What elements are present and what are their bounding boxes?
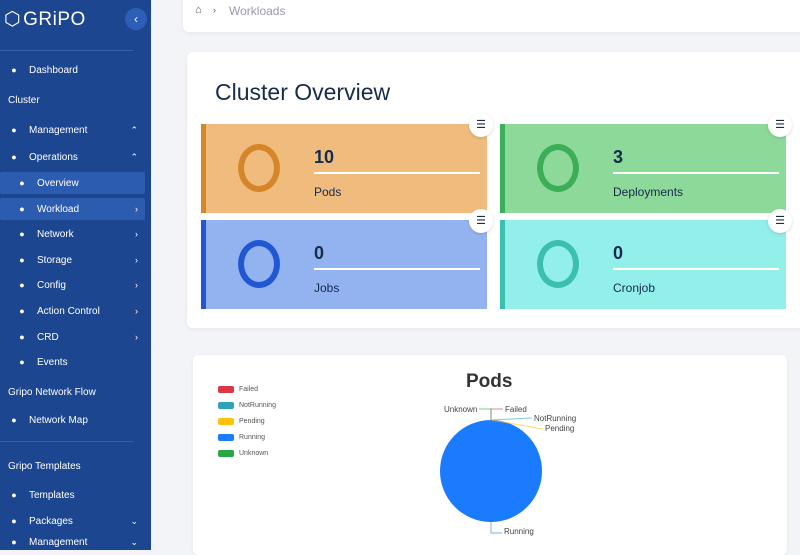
database-icon: ● bbox=[19, 255, 25, 265]
page-title: Cluster Overview bbox=[215, 79, 391, 105]
legend-item[interactable]: Unknown bbox=[218, 450, 268, 457]
list-menu-icon[interactable]: ☰ bbox=[469, 113, 493, 137]
briefcase-icon: ● bbox=[19, 204, 25, 214]
network-icon: ● bbox=[11, 490, 17, 500]
sidebar-item[interactable]: ●Network Map bbox=[0, 409, 145, 431]
divider bbox=[613, 172, 779, 174]
legend-item[interactable]: Failed bbox=[218, 386, 258, 393]
chevron-icon: ⌃ bbox=[130, 151, 138, 162]
label-leader-line bbox=[490, 408, 503, 420]
send-icon: ● bbox=[11, 537, 17, 547]
breadcrumb-current: Workloads bbox=[229, 4, 286, 18]
sidebar-item[interactable]: ●Overview bbox=[0, 172, 145, 194]
legend-swatch bbox=[218, 450, 234, 457]
sidebar-section-label: Cluster bbox=[8, 95, 40, 106]
terminal-icon: ● bbox=[11, 152, 17, 162]
legend-item[interactable]: NotRunning bbox=[218, 402, 276, 409]
chevron-icon: › bbox=[135, 306, 138, 316]
chevron-icon: ⌄ bbox=[130, 515, 138, 526]
chevron-icon: ⌃ bbox=[130, 124, 138, 135]
pie-label: Failed bbox=[505, 405, 527, 414]
check-circle-icon: ● bbox=[19, 306, 25, 316]
breadcrumb: ⌂ › Workloads bbox=[183, 0, 800, 32]
pie-label: Pending bbox=[545, 424, 575, 433]
sidebar-item[interactable]: ●Packages⌄ bbox=[0, 510, 145, 532]
ring-icon bbox=[537, 240, 579, 288]
label-leader-line bbox=[490, 419, 544, 430]
dashboard-icon: ● bbox=[11, 65, 17, 75]
chevron-icon: › bbox=[135, 280, 138, 290]
sync-icon: ● bbox=[19, 332, 25, 342]
sidebar-item[interactable]: ●Events bbox=[0, 351, 145, 373]
send-icon: ● bbox=[19, 229, 25, 239]
label-leader-line bbox=[479, 408, 492, 420]
legend-item[interactable]: Pending bbox=[218, 418, 265, 425]
sidebar-item[interactable]: ●Templates bbox=[0, 484, 145, 506]
sidebar-item[interactable]: ●Dashboard bbox=[0, 59, 145, 81]
chevron-icon: › bbox=[135, 229, 138, 239]
logo-icon: ⬡ bbox=[4, 9, 22, 30]
legend-swatch bbox=[218, 402, 234, 409]
collapse-sidebar-button[interactable]: ‹ bbox=[125, 8, 147, 30]
legend-item[interactable]: Running bbox=[218, 434, 265, 441]
send-icon: ● bbox=[11, 125, 17, 135]
ring-icon bbox=[238, 240, 280, 288]
sidebar-item[interactable]: ●Action Control› bbox=[0, 300, 145, 322]
list-menu-icon[interactable]: ☰ bbox=[469, 209, 493, 233]
sidebar-section-label: Gripo Templates bbox=[8, 461, 81, 472]
sidebar-item[interactable]: ●Management⌃ bbox=[0, 119, 145, 141]
ring-icon bbox=[238, 144, 280, 192]
divider bbox=[314, 268, 480, 270]
sidebar-section-label: Gripo Network Flow bbox=[8, 387, 96, 398]
divider bbox=[613, 268, 779, 270]
boxes-icon: ● bbox=[11, 516, 17, 526]
network-icon: ● bbox=[11, 415, 17, 425]
pie-slice-running[interactable] bbox=[440, 420, 542, 522]
sitemap-icon: ● bbox=[19, 178, 25, 188]
home-icon[interactable]: ⌂ bbox=[195, 4, 202, 16]
breadcrumb-separator: › bbox=[213, 5, 216, 15]
divider bbox=[314, 172, 480, 174]
pie-label: NotRunning bbox=[534, 414, 577, 423]
sidebar-item[interactable]: ●Workload› bbox=[0, 198, 145, 220]
sidebar-item[interactable]: ●Operations⌃ bbox=[0, 146, 145, 168]
sidebar-item[interactable]: ●Management⌄ bbox=[0, 531, 145, 553]
list-menu-icon[interactable]: ☰ bbox=[768, 113, 792, 137]
list-menu-icon[interactable]: ☰ bbox=[768, 209, 792, 233]
divider bbox=[0, 50, 133, 51]
ring-icon bbox=[537, 144, 579, 192]
pie-label: Unknown bbox=[444, 405, 478, 414]
sidebar-item[interactable]: ●Network› bbox=[0, 223, 145, 245]
chart-title: Pods bbox=[466, 371, 513, 392]
legend-swatch bbox=[218, 418, 234, 425]
chevron-icon: › bbox=[135, 255, 138, 265]
label-leader-line bbox=[490, 522, 502, 534]
label-leader-line bbox=[490, 417, 533, 421]
chevron-icon: › bbox=[135, 332, 138, 342]
legend-swatch bbox=[218, 434, 234, 441]
sidebar-item[interactable]: ●Config› bbox=[0, 274, 145, 296]
brand-logo[interactable]: ⬡GRiPO bbox=[4, 8, 86, 31]
chevron-icon: › bbox=[135, 204, 138, 214]
calendar-icon: ● bbox=[19, 357, 25, 367]
tools-icon: ● bbox=[19, 280, 25, 290]
legend-swatch bbox=[218, 386, 234, 393]
sidebar-item[interactable]: ●CRD› bbox=[0, 326, 145, 348]
chevron-icon: ⌄ bbox=[130, 536, 138, 547]
sidebar-item[interactable]: ●Storage› bbox=[0, 249, 145, 271]
pie-label: Running bbox=[504, 527, 534, 536]
divider bbox=[0, 441, 133, 442]
